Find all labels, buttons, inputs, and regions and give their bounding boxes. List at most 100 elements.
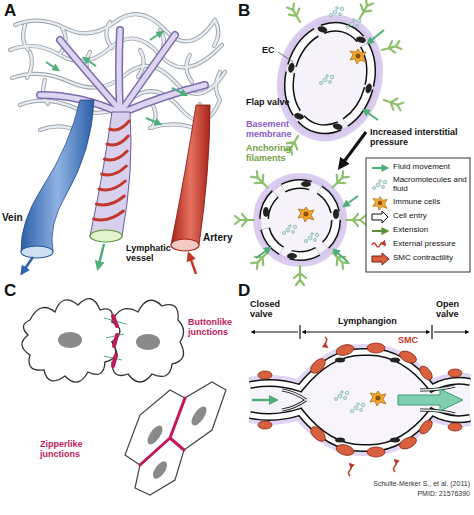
open-capillary: [256, 196, 358, 262]
legend-box: [366, 158, 470, 272]
closed-capillary: [355, 36, 366, 44]
lymphatic-capillary: [40, 30, 205, 112]
collecting-lymphatic: [448, 423, 462, 431]
closed-capillary: [278, 17, 382, 138]
open-capillary: [344, 196, 358, 206]
junction-label: Zipperlike junctions: [40, 440, 110, 460]
credit-note: Schulte-Merker S., et al. (2011): [320, 480, 470, 488]
closed-capillary: [382, 94, 404, 112]
lymphatic-vessel: [98, 244, 104, 268]
closed-capillary: [276, 21, 384, 136]
legend-box: [366, 158, 470, 272]
legend-entry: Fluid movement: [393, 163, 468, 172]
oak-leaf-cells: [58, 332, 82, 348]
closed-capillary: [380, 39, 401, 56]
open-capillary: [235, 170, 365, 285]
panel-letter: C: [4, 282, 16, 301]
legend-entry: Cell entry: [393, 212, 468, 221]
collecting-lymphatic: [258, 421, 272, 429]
span-bracket: [366, 331, 429, 332]
collecting-lymphatic: [390, 358, 400, 363]
open-capillary: [304, 233, 318, 243]
vessel-label: Lymphatic vessel: [126, 244, 172, 264]
closed-capillary: [278, 52, 293, 62]
oak-leaf-cells: [136, 334, 160, 350]
zipper-cells: [125, 382, 226, 495]
part-label: Flap valve: [246, 98, 290, 108]
closed-capillary: [364, 30, 384, 120]
collecting-lymphatic: [282, 390, 306, 410]
oak-leaf-cells: [22, 299, 120, 383]
vein: [22, 257, 33, 273]
collecting-lymphatic: [398, 435, 419, 452]
fluid-arrow: [84, 58, 96, 66]
closed-capillary: [355, 0, 375, 21]
closed-capillary: [293, 112, 304, 120]
fluid-arrow: [46, 62, 58, 70]
collecting-lymphatic: [335, 358, 345, 363]
open-capillary: [256, 248, 270, 258]
open-capillary: [333, 209, 339, 219]
closed-capillary: [368, 30, 384, 43]
collecting-lymphatic: [335, 443, 355, 457]
open-capillary: [263, 181, 339, 259]
part-label: EC: [262, 46, 275, 56]
segment-label: Lymphangion: [338, 317, 397, 327]
open-capillary: [334, 250, 348, 262]
closed-capillary: [278, 17, 382, 138]
span-bracket: [434, 331, 468, 332]
collecting-lymphatic: [308, 424, 328, 444]
legend-entry: Extension: [393, 226, 468, 235]
artery: [189, 254, 196, 274]
panel-letter: B: [238, 2, 250, 21]
panel-letter: D: [238, 282, 250, 301]
open-capillary: [328, 248, 350, 270]
zipper-cells: [189, 404, 210, 428]
collecting-lymphatic: [448, 369, 462, 377]
pressure-arrow: [340, 132, 366, 167]
junction-label: Buttonlike junctions: [188, 318, 234, 338]
open-capillary: [282, 225, 296, 235]
collecting-lymphatic: [350, 403, 364, 413]
collecting-lymphatic: [250, 337, 470, 476]
open-capillary: [298, 207, 314, 222]
collecting-lymphatic: [417, 364, 434, 382]
collecting-lymphatic: [250, 352, 470, 448]
collecting-lymphatic: [335, 358, 400, 443]
closed-capillary: [287, 62, 295, 73]
open-capillary: [263, 207, 269, 217]
open-capillary: [294, 266, 306, 285]
span-bracket: [303, 331, 366, 332]
artery: [171, 105, 210, 245]
fluid-arrow: [46, 32, 186, 124]
oak-leaf-cells: [22, 299, 184, 383]
collecting-lymphatic: [367, 447, 385, 457]
collecting-lymphatic: [398, 349, 419, 366]
legend-entry: Macromolecules and fluid: [393, 176, 468, 194]
vessel-label: Vein: [2, 212, 23, 223]
closed-capillary: [350, 49, 366, 64]
lymphatic-vessel: [90, 112, 131, 268]
collecting-lymphatic: [417, 418, 434, 436]
credit-note: PMID: 21576390: [320, 490, 470, 498]
span-bracket: [252, 325, 468, 339]
vein: [21, 100, 94, 252]
open-capillary: [287, 253, 297, 259]
vessel-label: Artery: [203, 232, 232, 243]
collecting-lymphatic: [390, 438, 400, 443]
vein: [21, 246, 53, 258]
collecting-lymphatic: [308, 356, 328, 376]
closed-capillary: [317, 25, 328, 33]
legend-box: [372, 243, 385, 247]
open-capillary: [250, 170, 272, 192]
part-label: Anchoring filaments: [246, 144, 294, 164]
collecting-lymphatic: [250, 352, 470, 448]
collecting-lymphatic: [349, 464, 352, 476]
fluid-arrow: [150, 32, 162, 40]
closed-capillary: [329, 7, 343, 17]
span-bracket: [252, 331, 298, 332]
lymphatic-vessel: [90, 112, 131, 236]
fluid-arrow: [172, 88, 186, 95]
open-capillary: [346, 214, 365, 226]
